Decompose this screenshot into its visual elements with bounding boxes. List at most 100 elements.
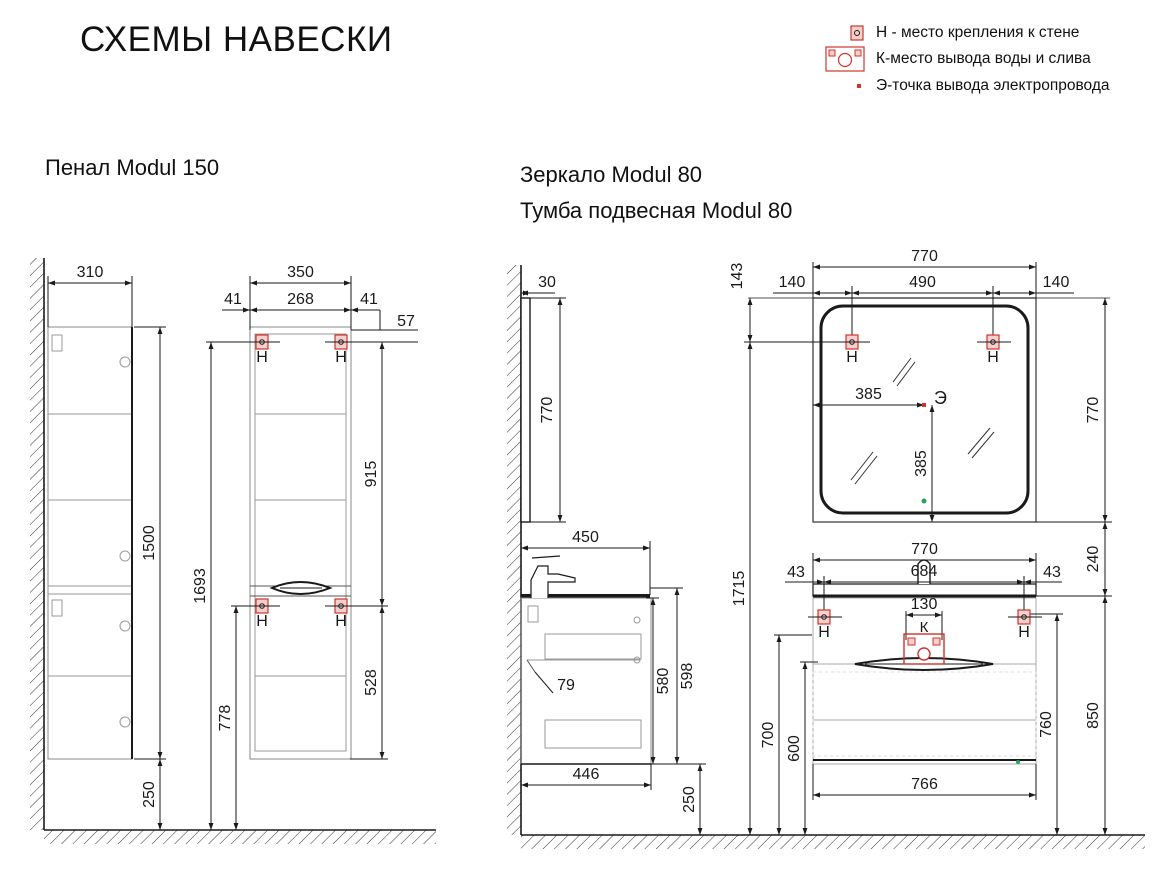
mirror-mount-right: Н [977, 334, 1011, 366]
dim-label-mirror-depth: 30 [538, 274, 556, 291]
dim-label-penal-lower-mount-height: 778 [217, 705, 234, 732]
dim-label-cab-front-760: 760 [1038, 711, 1055, 738]
water-outlet: К [903, 619, 945, 665]
dim-label-mirror-width: 770 [911, 248, 938, 265]
dim-penal-lower-mount: 528 [350, 606, 388, 760]
dim-label-penal-mount-top: 57 [397, 313, 415, 330]
dim-penal-mount-span: 268 [250, 291, 351, 313]
dim-mirror-electric-horizontal: 385 [813, 386, 924, 408]
dim-label-cab-water-width: 130 [911, 596, 938, 613]
penal-front-view [249, 326, 352, 760]
dim-overall-height: 1715 [731, 341, 852, 835]
cabinet-mount-right: Н [1008, 609, 1042, 641]
dim-label-penal-upper-mount: 915 [363, 461, 380, 488]
mount-mark-label: Н [335, 613, 347, 630]
dim-label-cab-front-850: 850 [1085, 702, 1102, 729]
dim-label-penal-side-depth: 310 [77, 264, 104, 281]
dim-label-penal-front-width: 350 [287, 264, 314, 281]
dim-cab-top-width: 770 [812, 541, 1037, 584]
floor-left [44, 829, 436, 844]
dim-label-cab-mount-left: 43 [787, 564, 805, 581]
dim-label-cab-side-79: 79 [557, 677, 575, 694]
dim-cab-side-floor-gap: 250 [652, 763, 706, 835]
led-indicator [921, 498, 927, 504]
dim-label-cab-side-depth: 450 [572, 529, 599, 546]
dim-label-overall-height: 1715 [731, 571, 748, 607]
penal-mount-bottom-left: Н [246, 598, 280, 630]
dim-label-cab-side-floor-gap: 250 [681, 786, 698, 813]
dim-mirror-depth: 30 [521, 274, 556, 296]
dim-cab-front-760: 760 [1025, 613, 1063, 835]
dim-label-gap-mirror-cabinet: 240 [1085, 546, 1102, 573]
dim-cab-front-850: 850 [1085, 596, 1108, 835]
cabinet-front-view [812, 559, 1037, 765]
electric-point: Э [922, 388, 947, 408]
penal-mount-bottom-right: Н [325, 598, 359, 630]
dim-label-penal-mount-left: 41 [224, 291, 242, 308]
mirror-side-view [520, 297, 531, 523]
dim-mirror-front-height: 770 [1036, 298, 1112, 523]
dim-cab-front-700: 700 [760, 634, 812, 835]
mount-mark-label: Н [818, 624, 830, 641]
dim-cab-mount-span: 684 [823, 563, 1025, 614]
wall-left [30, 258, 45, 830]
dim-label-penal-total-to-mount: 1693 [192, 568, 209, 604]
dim-cab-front-600: 600 [786, 661, 818, 835]
dim-penal-side-depth: 310 [47, 264, 133, 327]
dim-label-cab-front-600: 600 [786, 735, 803, 762]
mount-mark-label: Н [1018, 624, 1030, 641]
dim-gap-mirror-cabinet: 240 [1036, 522, 1112, 597]
dim-label-cab-top-width: 770 [911, 541, 938, 558]
dim-penal-floor-gap: 250 [141, 759, 166, 831]
penal-mount-top-left: Н [246, 334, 280, 366]
legend-label-mount: Н - место крепления к стене [876, 24, 1080, 41]
electric-point-icon [857, 84, 861, 88]
legend-label-electric: Э-точка вывода электропровода [876, 77, 1110, 94]
dim-label-mirror-mount-span: 490 [909, 274, 936, 291]
mount-mark-label: Н [846, 349, 858, 366]
dim-label-penal-height: 1500 [141, 525, 158, 561]
dim-label-penal-mount-span: 268 [287, 291, 314, 308]
mirror-mount-left: Н [836, 334, 870, 366]
wall-mount-point-icon [850, 25, 864, 41]
cabinet-mount-left: Н [808, 609, 842, 641]
dim-cab-side-depth: 450 [520, 529, 651, 595]
dim-label-mirror-mount-right: 140 [1043, 274, 1070, 291]
legend-item-electric: Э-точка вывода электропровода [876, 77, 1109, 95]
dim-label-cab-side-598: 598 [679, 663, 696, 690]
legend-item-water: К-место вывода воды и слива [876, 50, 1091, 68]
page-title: СХЕМЫ НАВЕСКИ [80, 20, 393, 59]
cabinet-side-view [520, 555, 652, 765]
mount-mark-label: Н [256, 349, 268, 366]
penal-title: Пенал Modul 150 [45, 155, 220, 180]
dim-label-mirror-electric-vertical: 385 [913, 450, 930, 477]
dim-label-penal-floor-gap: 250 [141, 781, 158, 808]
mount-mark-label: Н [256, 613, 268, 630]
dim-label-cab-mount-span: 684 [911, 563, 938, 580]
mount-mark-label: Н [335, 349, 347, 366]
legend-item-mount: Н - место крепления к стене [876, 24, 1079, 42]
dim-label-penal-lower-mount: 528 [363, 669, 380, 696]
dim-label-mirror-mount-left: 140 [779, 274, 806, 291]
dim-cab-side-580: 580 [646, 597, 672, 765]
dim-mirror-side-height: 770 [530, 297, 566, 523]
dim-label-mirror-top-offset: 143 [729, 263, 746, 290]
dim-label-cab-side-580: 580 [655, 668, 672, 695]
dim-mirror-width: 770 [812, 248, 1037, 298]
wall-right [507, 265, 522, 835]
dim-cab-side-body-depth: 446 [520, 764, 652, 790]
dim-penal-front-width: 350 [249, 264, 352, 330]
water-outlet-icon [825, 46, 865, 72]
dim-penal-total-to-mount: 1693 [192, 341, 262, 830]
dim-label-mirror-electric-horizontal: 385 [855, 386, 882, 403]
mirror-title: Зеркало Modul 80 [520, 162, 703, 187]
mirror-front-view [812, 297, 1037, 523]
legend-label-water: К-место вывода воды и слива [876, 50, 1091, 67]
dim-label-mirror-front-height: 770 [1085, 397, 1102, 424]
dim-cab-bottom-width: 766 [812, 764, 1037, 800]
mount-mark-label: Н [987, 349, 999, 366]
water-mark-label: К [920, 619, 929, 636]
dim-label-cab-side-body-depth: 446 [573, 766, 600, 783]
